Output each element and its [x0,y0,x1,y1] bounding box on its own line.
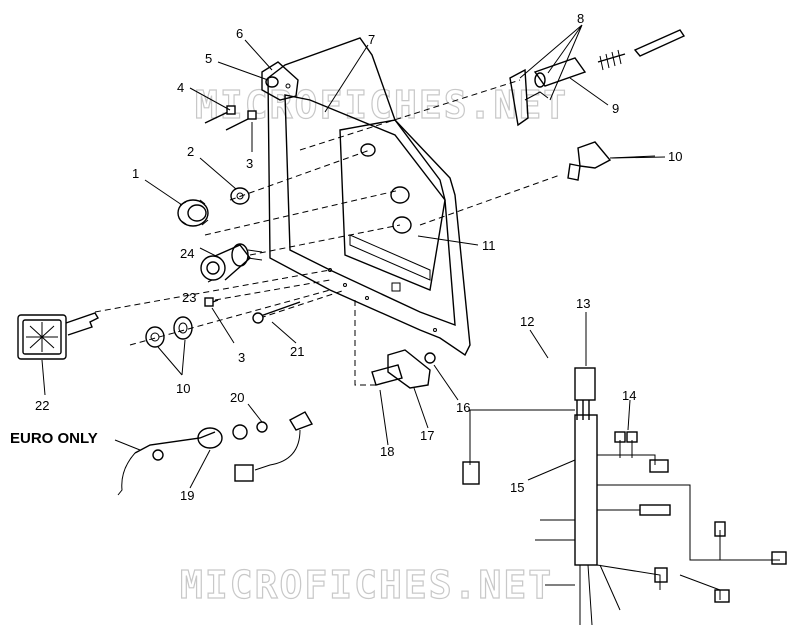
toggle-switch [567,141,656,181]
callout-3: 3 [238,350,245,365]
callout-9: 9 [612,101,619,116]
callouts: 1 2 3 3 4 5 6 7 8 9 10 10 11 12 13 14 15… [35,11,682,503]
callout-3: 3 [246,156,253,171]
callout-18: 18 [380,444,394,459]
switch-bezel [145,316,193,348]
callout-13: 13 [576,296,590,311]
leader-lines [41,24,666,489]
alignment-lines [94,79,561,386]
euro-harness [117,411,314,496]
ignition-switch [200,243,263,281]
callout-22: 22 [35,398,49,413]
euro-only-note: EURO ONLY [10,430,98,447]
main-wiring-harness [462,367,787,626]
callout-15: 15 [510,480,524,495]
dash-panel [267,37,471,357]
latch-assembly [509,29,686,127]
callout-10: 10 [668,149,682,164]
callout-17: 17 [420,428,434,443]
small-screws [204,105,257,131]
watermark-top: MICROFICHES.NET [195,83,568,127]
callout-21: 21 [290,344,304,359]
relay-assembly [371,349,436,389]
bracket [261,61,299,101]
callout-2: 2 [187,144,194,159]
callout-1: 1 [132,166,139,181]
callout-12: 12 [520,314,534,329]
nut [177,199,209,227]
callout-19: 19 [180,488,194,503]
callout-6: 6 [236,26,243,41]
callout-23: 23 [182,290,196,305]
watermark-bottom: MICROFICHES.NET [180,563,553,607]
lower-screws [204,297,301,324]
washer [230,187,250,205]
callout-10: 10 [176,381,190,396]
callout-4: 4 [177,80,184,95]
ignition-key [17,312,99,360]
callout-16: 16 [456,400,470,415]
callout-11: 11 [482,238,496,253]
callout-5: 5 [205,51,212,66]
callout-24: 24 [180,246,194,261]
callout-20: 20 [230,390,244,405]
callout-14: 14 [622,388,636,403]
callout-8: 8 [577,11,584,26]
callout-7: 7 [368,32,375,47]
